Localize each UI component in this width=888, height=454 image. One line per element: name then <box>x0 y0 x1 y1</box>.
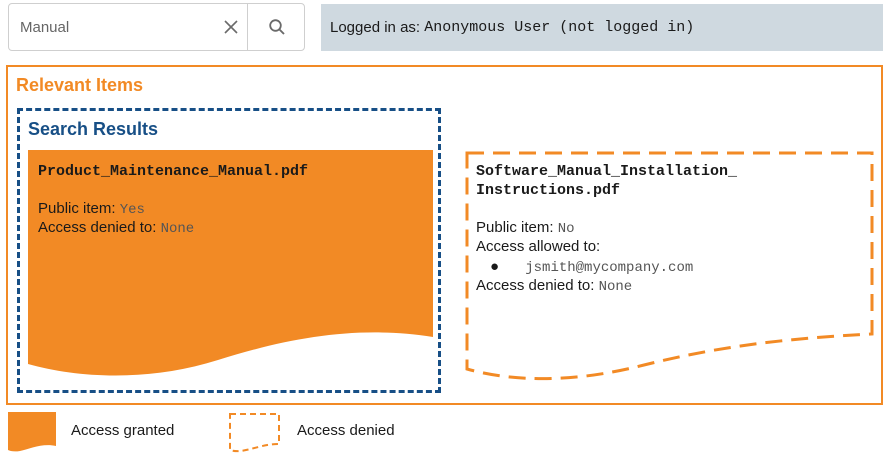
granted-denied-label: Access denied to: <box>38 219 157 236</box>
allowed-user-email: jsmith@mycompany.com <box>525 260 694 276</box>
denied-doc-name-line2: Instructions.pdf <box>476 182 621 199</box>
search-results-title: Search Results <box>28 119 159 139</box>
denied-public-row: Public item: No <box>476 218 575 239</box>
search-button[interactable] <box>247 4 305 50</box>
legend-granted-label: Access granted <box>71 422 175 439</box>
denied-public-label: Public item: <box>476 219 554 236</box>
denied-allowed-label: Access allowed to: <box>476 238 601 255</box>
granted-public-label: Public item: <box>38 200 116 217</box>
search-results-frame <box>17 108 441 393</box>
login-status-bar: Logged in as: Anonymous User (not logged… <box>321 4 883 51</box>
allowed-user-item: ● jsmith@mycompany.com <box>490 257 693 278</box>
search-icon <box>268 19 285 35</box>
granted-denied-row: Access denied to: None <box>38 218 194 239</box>
denied-doc-name[interactable]: Software_Manual_Installation_ Instructio… <box>476 162 737 200</box>
granted-document-shape <box>28 150 433 376</box>
denied-denied-row: Access denied to: None <box>476 276 632 297</box>
login-label: Logged in as: <box>330 19 421 36</box>
close-icon[interactable] <box>207 4 255 50</box>
denied-doc-name-line1: Software_Manual_Installation_ <box>476 163 738 180</box>
legend-denied-label: Access denied <box>297 422 395 439</box>
legend-denied-swatch <box>229 413 280 453</box>
granted-denied-value: None <box>160 221 195 237</box>
granted-public-row: Public item: Yes <box>38 199 145 220</box>
legend-granted-swatch <box>8 412 56 452</box>
relevant-items-title: Relevant Items <box>16 75 144 95</box>
bullet-icon: ● <box>490 258 500 275</box>
granted-doc-name[interactable]: Product_Maintenance_Manual.pdf <box>38 163 309 180</box>
search-input[interactable] <box>9 4 206 50</box>
denied-denied-label: Access denied to: <box>476 277 595 294</box>
denied-public-value: No <box>557 221 575 237</box>
search-box <box>8 3 305 51</box>
denied-document-shape <box>465 151 874 381</box>
login-user: Anonymous User (not logged in) <box>424 19 695 36</box>
granted-public-value: Yes <box>119 202 145 218</box>
denied-denied-value: None <box>598 279 633 295</box>
relevant-items-frame <box>6 65 883 405</box>
